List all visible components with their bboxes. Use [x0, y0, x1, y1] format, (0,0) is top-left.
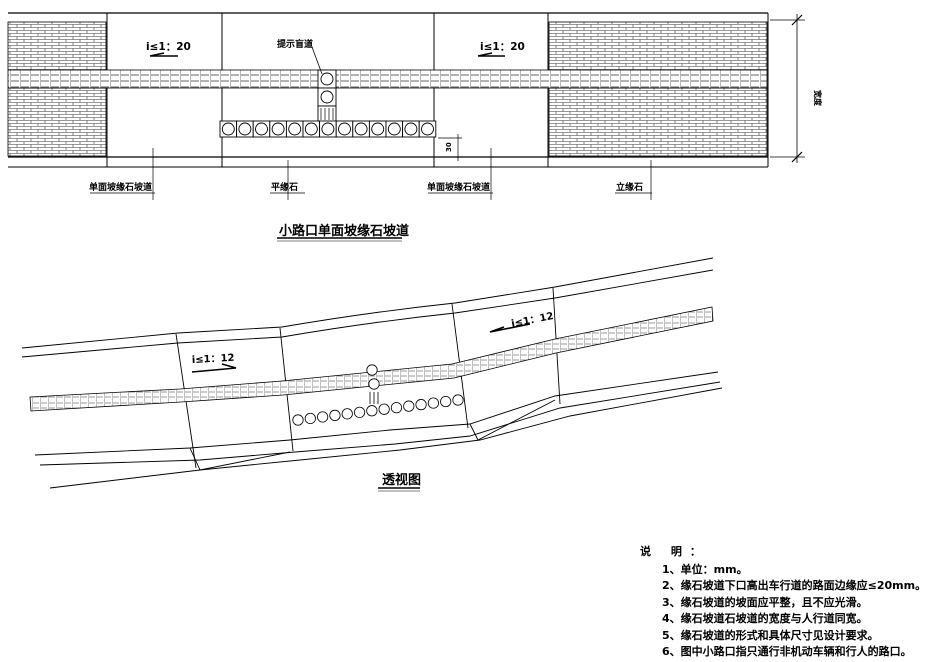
- segment-label: 单面坡缘石坡道: [89, 181, 152, 193]
- persp-warning-dot: [378, 403, 390, 415]
- warning-dot: [221, 122, 235, 136]
- persp-warning-dot: [390, 402, 403, 414]
- paving-block: [7, 21, 107, 71]
- note-item: 2、缘石坡道下口高出车行道的路面边缘应≤20mm。: [662, 579, 926, 592]
- slope-arrow: [149, 52, 178, 57]
- persp-slope-right: i≤1：12: [510, 311, 554, 330]
- paving-block: [548, 21, 768, 71]
- persp-warning-dot: [304, 412, 316, 425]
- warning-dot: [371, 122, 385, 136]
- notes-block: 说 明： 1、单位：mm。 2、缘石坡道下口高出车行道的路面边缘应≤20mm。 …: [640, 544, 926, 661]
- notes-heading: 说 明：: [640, 545, 709, 558]
- plan-view: [7, 12, 805, 242]
- persp-ramp-edge: [189, 447, 291, 471]
- warning-dot: [404, 122, 418, 136]
- warning-dot: [288, 122, 302, 136]
- dim-tick: [791, 14, 803, 163]
- warning-dots-vertical: [317, 69, 337, 123]
- note-item: 1、单位：mm。: [662, 562, 748, 576]
- persp-warning-dot: [415, 399, 427, 411]
- drawing-canvas: i≤1：20 i≤1：20 提示盲道 宽度 30 单面坡缘石坡道 平缘石 单面坡…: [7, 12, 823, 492]
- persp-curb-face: [39, 381, 721, 466]
- warning-dot: [321, 122, 335, 136]
- note-item: 5、缘石坡道的形式和具体尺寸见设计要求。: [662, 628, 879, 642]
- persp-warning-dot: [329, 409, 341, 421]
- persp-warning-dot: [368, 378, 380, 390]
- tactile-label: 提示盲道: [277, 38, 313, 50]
- warning-dot: [255, 122, 268, 136]
- persp-title: 透视图: [382, 472, 421, 488]
- persp-warning-dot: [317, 411, 329, 423]
- persp-warning-dot: [366, 405, 378, 417]
- small-dim-label: 30: [445, 142, 453, 152]
- persp-tactile-strip: [29, 306, 714, 412]
- slope-arrow: [477, 52, 505, 57]
- persp-back-edge-inner: [21, 269, 714, 358]
- persp-warning-dot: [403, 400, 415, 412]
- warning-dot: [271, 122, 285, 136]
- persp-warning-dot: [353, 406, 366, 418]
- tactile-guide-strip: [7, 69, 768, 89]
- note-item: 6、图中小路口指只通行非机动车辆和行人的路口。: [662, 645, 912, 658]
- plan-slope-right: i≤1：20: [480, 41, 525, 53]
- persp-warning-dot: [427, 397, 439, 409]
- persp-guide-bars: [369, 392, 379, 404]
- warning-dot: [387, 122, 401, 136]
- warning-dot: [304, 122, 318, 136]
- segment-label: 单面坡缘石坡道: [427, 181, 490, 193]
- width-dim-label: 宽度: [813, 89, 823, 107]
- persp-slope-arrow: [191, 363, 237, 373]
- plan-title: 小路口单面坡缘石坡道: [279, 223, 409, 239]
- persp-slope-left: i≤1：12: [192, 353, 235, 366]
- paving-block: [7, 87, 107, 157]
- persp-back-edge: [21, 257, 714, 349]
- warning-dots-row: [219, 120, 437, 138]
- warning-dot: [421, 122, 434, 136]
- persp-warning-dot: [440, 395, 452, 408]
- tactile-leader: [305, 46, 323, 75]
- warning-dot: [238, 122, 252, 136]
- segment-label: 立缘石: [616, 181, 643, 193]
- segment-label: 平缘石: [271, 181, 298, 193]
- note-item: 4、缘石坡道石坡道的宽度与人行道同宽。: [662, 612, 868, 625]
- persp-warning-dot: [452, 394, 464, 406]
- persp-ramp-edge: [469, 399, 556, 441]
- persp-warning-dot: [341, 408, 353, 420]
- persp-slope-arrow: [489, 323, 531, 333]
- warning-dot: [354, 122, 368, 136]
- warning-dot: [338, 122, 351, 136]
- paving-block: [548, 87, 768, 157]
- persp-warning-dot: [366, 364, 378, 376]
- persp-warning-dots: [292, 364, 464, 426]
- persp-warning-dot: [292, 414, 304, 426]
- note-item: 3、缘石坡道的坡面应平整，且不应光滑。: [662, 595, 868, 609]
- plan-slope-left: i≤1：20: [146, 41, 191, 53]
